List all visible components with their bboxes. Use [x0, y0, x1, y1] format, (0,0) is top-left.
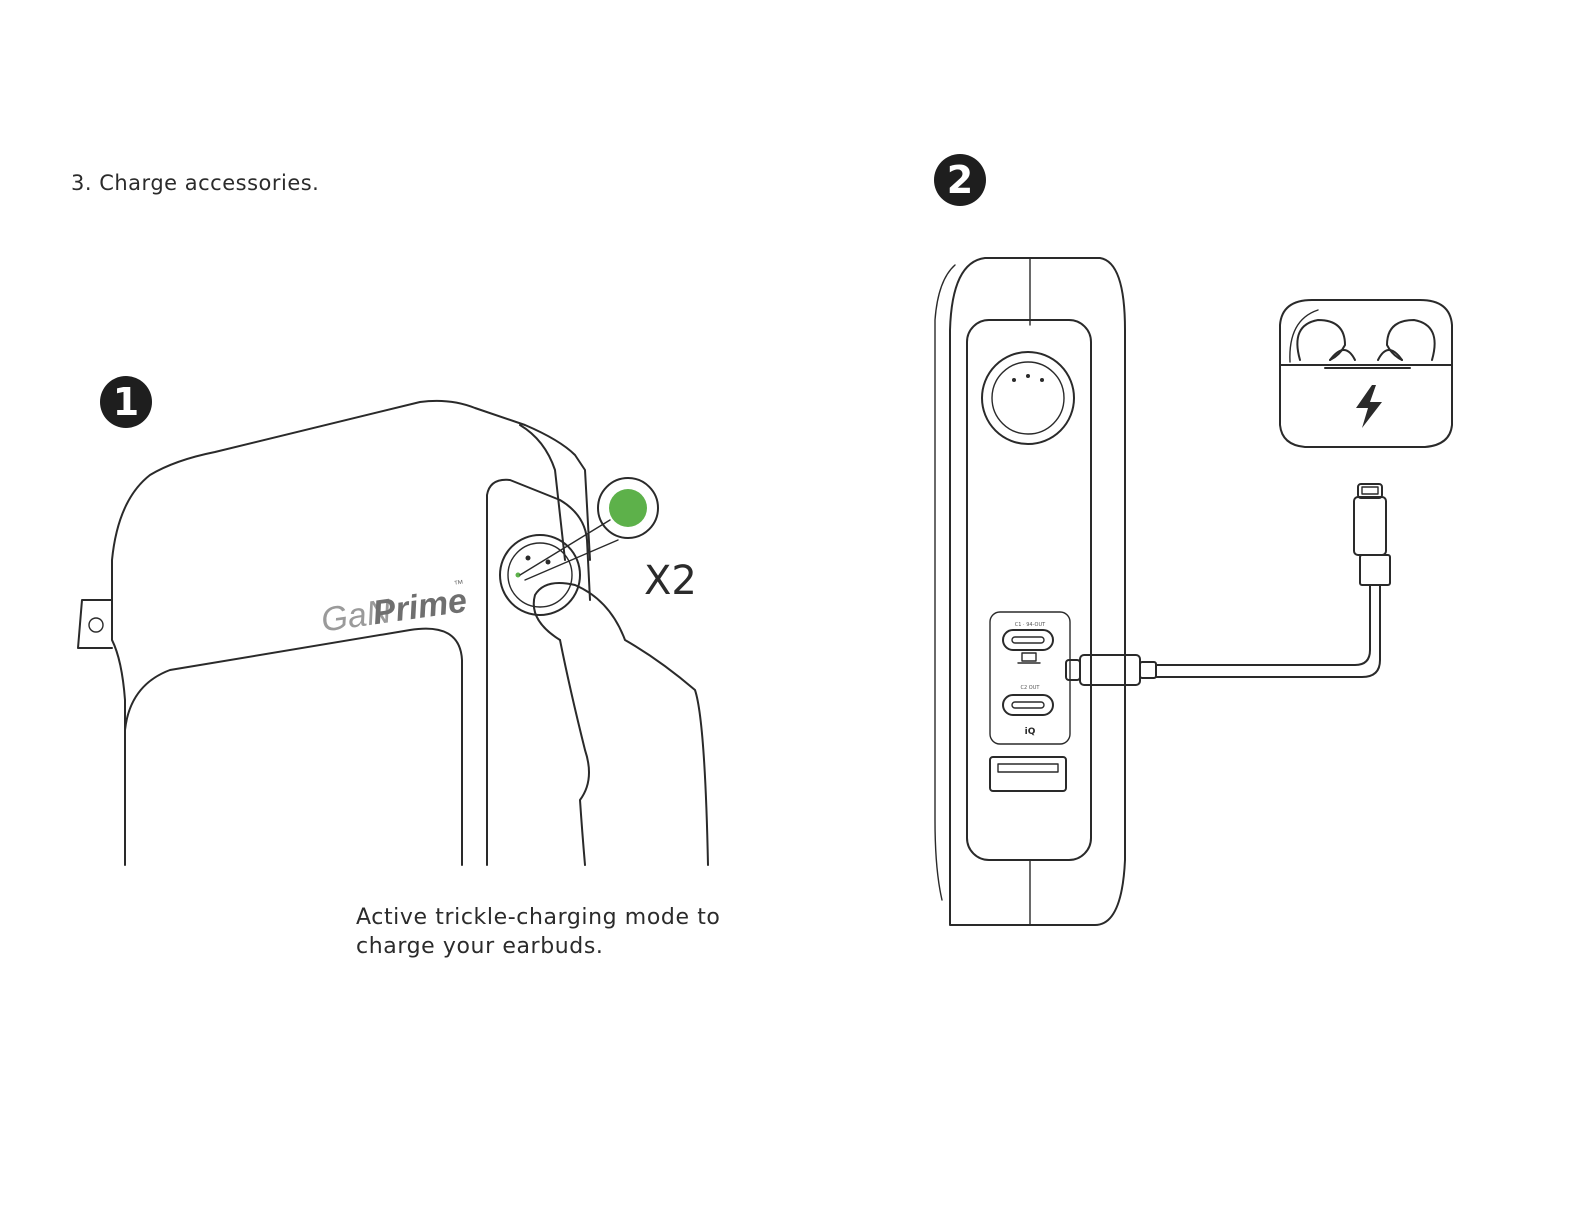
usb-c-port-1 — [1003, 630, 1053, 650]
port-c1-label: C1 · 94-OUT — [1015, 622, 1046, 628]
laptop-icon — [1018, 653, 1040, 663]
usb-a-port — [990, 757, 1066, 791]
lightning-cable-icon — [1066, 484, 1390, 685]
caption-line-1: Active trickle-charging mode to — [356, 903, 720, 932]
lightning-bolt-icon — [1356, 385, 1382, 428]
repeat-count-label: X2 — [644, 558, 697, 604]
charger-front-view: C1 · 94-OUT C2 OUT iQ — [935, 258, 1125, 925]
charger-side-view — [78, 401, 708, 865]
green-indicator — [609, 489, 647, 527]
step-1-caption: Active trickle-charging mode to charge y… — [356, 903, 720, 961]
caption-line-2: charge your earbuds. — [356, 932, 720, 961]
earbuds-case-icon — [1280, 300, 1452, 447]
brand-trademark: ™ — [453, 579, 464, 591]
brand-logo: GaN Prime ™ — [318, 579, 469, 640]
iq-label: iQ — [1025, 727, 1036, 737]
button-press-icon — [500, 535, 580, 615]
usb-c-port-2 — [1003, 695, 1053, 715]
port-c2-label: C2 OUT — [1021, 685, 1041, 691]
